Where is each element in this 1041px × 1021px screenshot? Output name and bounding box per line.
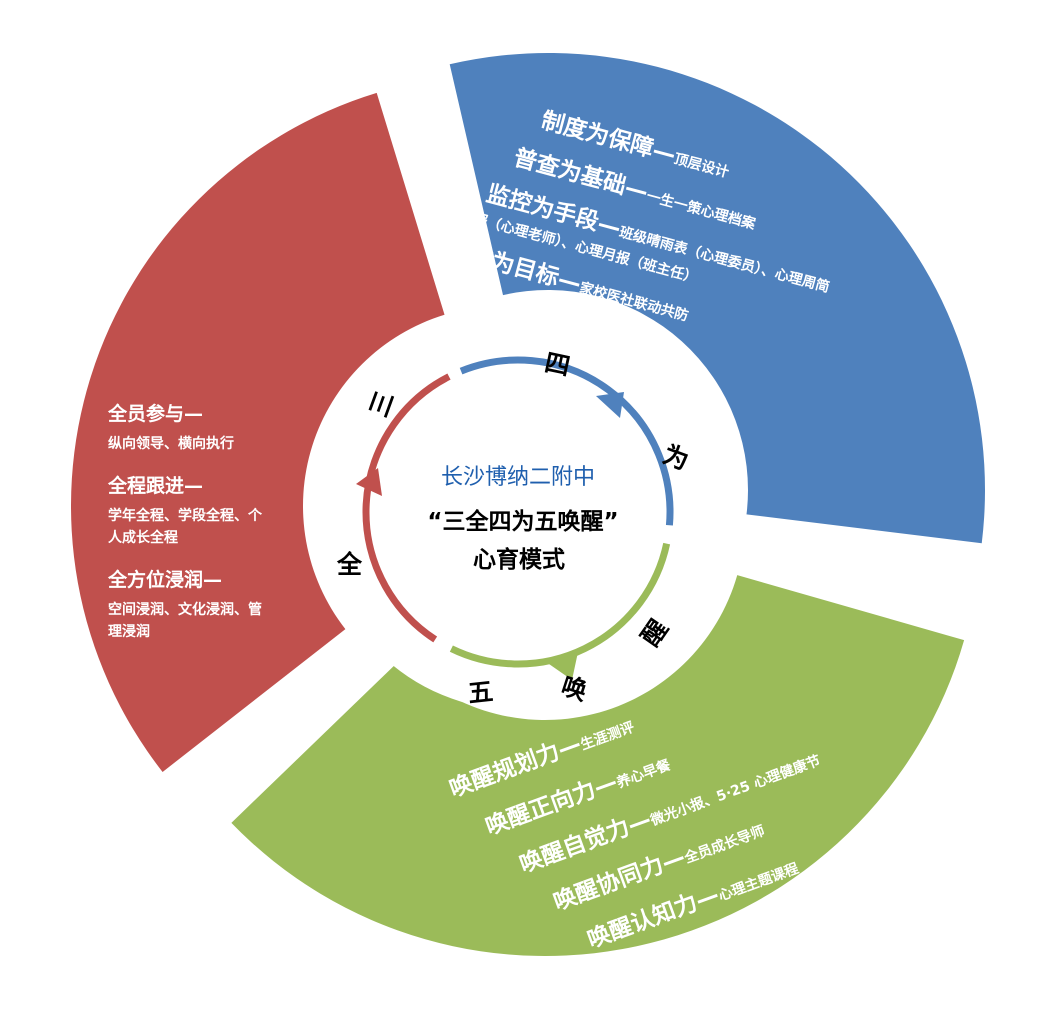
ring-arrow-red: [356, 468, 382, 496]
ring-arrow-green: [549, 652, 578, 680]
ring-arc-red: [362, 373, 451, 643]
red-item-3-line2: 理浸润: [108, 623, 150, 640]
center-title-line1: “三全四为五唤醒”: [427, 508, 618, 535]
ring-label-wu: 五: [467, 677, 495, 708]
ring-arc-green: [449, 542, 671, 668]
red-item-2-head: 全程跟进—: [107, 474, 203, 497]
ring-label-quan: 全: [336, 550, 363, 579]
center-title-line2: 心育模式: [473, 546, 565, 573]
red-item-3-line1: 空间浸润、文化浸润、管: [108, 601, 262, 618]
ring-arrow-blue: [596, 392, 624, 418]
center-school-name: 长沙博纳二附中: [441, 465, 595, 490]
red-item-1-line1: 纵向领导、横向执行: [108, 435, 234, 452]
sector-red: [71, 92, 445, 772]
ring-arc-blue: [459, 356, 674, 526]
sector-blue: [449, 53, 985, 544]
red-item-1-head: 全员参与—: [107, 402, 203, 425]
red-item-3-head: 全方位浸润—: [107, 568, 222, 591]
red-item-2-line1: 学年全程、学段全程、个: [108, 507, 263, 524]
red-section-text: 全员参与— 纵向领导、横向执行 全程跟进— 学年全程、学段全程、个 人成长全程 …: [107, 402, 263, 640]
red-item-2-line2: 人成长全程: [108, 529, 178, 546]
sector-green: [231, 575, 965, 956]
ring-label-si: 四: [542, 348, 572, 382]
